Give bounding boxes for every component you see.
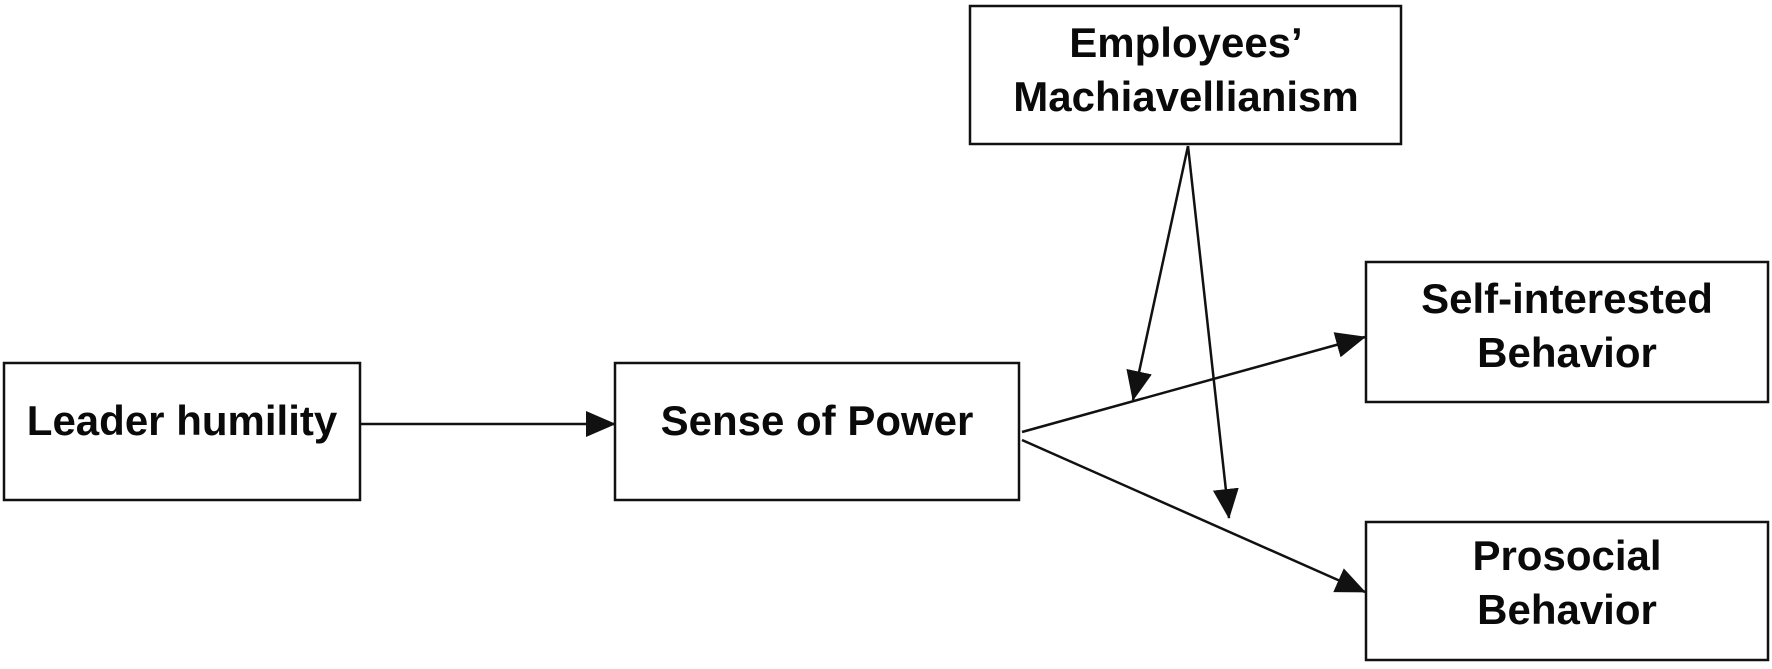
node-prosocial-behavior: Prosocial Behavior [1364,520,1770,662]
node-leader-humility: Leader humility [2,361,362,502]
node-machiavellianism-line2: Machiavellianism [1013,73,1359,120]
node-prosocial-line2: Behavior [1477,586,1657,633]
node-self-interested-line2: Behavior [1477,329,1657,376]
node-leader-humility-label: Leader humility [27,397,338,444]
edge-sense-of-power-to-prosocial [1021,438,1366,594]
node-sense-of-power: Sense of Power [613,361,1021,502]
node-sense-of-power-label: Sense of Power [661,397,974,444]
node-prosocial-line1: Prosocial [1472,532,1661,579]
edge-machiavellianism-moderates-self-interested [1126,145,1190,401]
node-machiavellianism-line1: Employees’ [1069,19,1302,66]
edge-machiavellianism-moderates-prosocial [1186,145,1239,519]
edge-sense-of-power-to-self-interested [1021,332,1366,434]
node-self-interested-line1: Self-interested [1421,275,1713,322]
node-self-interested-behavior: Self-interested Behavior [1364,260,1770,404]
node-machiavellianism: Employees’ Machiavellianism [968,4,1403,146]
